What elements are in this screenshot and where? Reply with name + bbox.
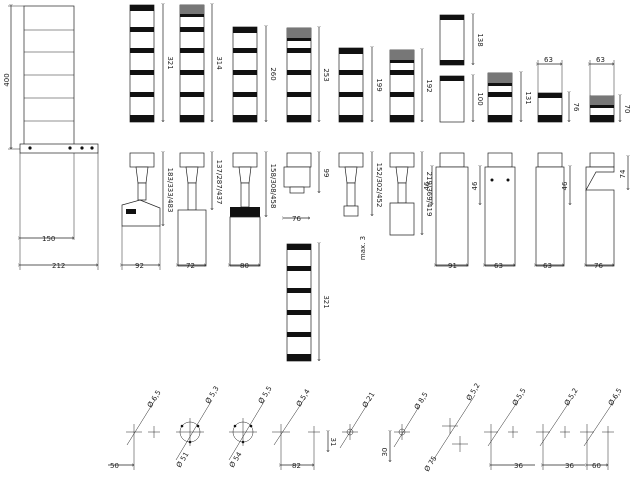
hole-pattern-5: Ø 21 — [339, 391, 377, 449]
dim-tower-lower: 321 — [322, 295, 330, 308]
tower-3: 260 — [232, 27, 277, 122]
hole-pattern-2: Ø 5,3 Ø 51 — [175, 385, 221, 469]
hole-9-diameter: Ø 5,2 — [563, 387, 580, 407]
dim-mount-7-width: 91 — [448, 262, 457, 270]
mount-6: 219/369/419 — [389, 153, 433, 235]
hole-10-diameter: Ø 6,5 — [607, 387, 624, 407]
hole-pattern-8: Ø 5,5 36 — [484, 387, 535, 470]
dim-mount-4-width: 76 — [292, 215, 301, 223]
hole-pattern-9: Ø 5,2 36 — [536, 387, 585, 470]
mount-9: 46 63 — [536, 152, 570, 270]
dim-tower-2: 314 — [215, 56, 223, 70]
hole-8-dim: 36 — [514, 462, 523, 470]
dim-mount-6-height: 219/369/419 — [425, 172, 433, 217]
dim-mount-2-width: 72 — [186, 262, 195, 270]
hole-4-diameter: Ø 5,4 — [295, 387, 312, 408]
hole-6-dim: 30 — [381, 448, 389, 457]
dim-mount-4-height: 99 — [322, 169, 330, 178]
hole-pattern-7: Ø 5,2 Ø 75 — [423, 382, 482, 473]
dim-tower-7-upper: 138 — [476, 33, 484, 46]
dim-mount-1-width: 92 — [135, 262, 144, 270]
tower-10: 63 70 — [590, 56, 631, 122]
dim-mount-7-height: 46 — [423, 181, 431, 190]
mount-5: 152/302/452 max. 3 — [338, 153, 383, 260]
hole-1-dim: 50 — [110, 462, 119, 470]
hole-9-dim: 36 — [565, 462, 574, 470]
tower-1: 321 — [129, 5, 174, 122]
dim-tower-3: 260 — [269, 67, 277, 80]
hole-pattern-10: Ø 6,5 60 — [580, 387, 624, 470]
hole-1-diameter: Ø 6,5 — [146, 389, 163, 409]
hole-8-diameter: Ø 5,5 — [511, 387, 528, 407]
mount-8: 46 63 — [471, 152, 515, 270]
dim-mount-1-height: 183/333/483 — [166, 168, 174, 213]
mount-7: 46 91 — [423, 152, 468, 270]
tower-8: 131 — [487, 73, 532, 122]
dim-mount-2-height: 137/287/437 — [215, 160, 223, 205]
dim-wall-height: 400 — [3, 73, 11, 86]
dim-tower-6: 192 — [425, 79, 433, 92]
hole-7-diameter: Ø 5,2 — [465, 382, 482, 402]
dim-mount-10-width: 76 — [594, 262, 603, 270]
hole-5-diameter: Ø 21 — [361, 391, 377, 409]
hole-4-dim2: 31 — [329, 438, 337, 447]
hole-3-circle: Ø 54 — [228, 450, 244, 469]
tower-6: 192 — [389, 50, 433, 122]
dim-tower-9-height: 76 — [572, 103, 580, 112]
hole-pattern-4: Ø 5,4 82 31 — [272, 387, 337, 470]
hole-6-diameter: Ø 8,5 — [413, 391, 430, 411]
mount-1: 183/333/483 92 — [122, 153, 174, 270]
hole-pattern-6: Ø 8,5 30 — [381, 391, 430, 462]
dim-mount-8-width: 63 — [494, 262, 503, 270]
dim-tower-5: 199 — [375, 78, 383, 91]
hole-3-diameter: Ø 5,5 — [257, 385, 274, 405]
tower-4: 253 — [286, 28, 330, 122]
tower-2: 314 — [179, 5, 223, 122]
dim-mount-10-height: 74 — [619, 169, 627, 178]
dim-wall-212: 212 — [52, 262, 65, 270]
hole-2-diameter: Ø 5,3 — [204, 385, 221, 405]
wall-mount: 400 150 212 — [3, 6, 98, 270]
hole-7-circle: Ø 75 — [423, 455, 439, 473]
dim-mount-9-width: 63 — [543, 262, 552, 270]
dim-wall-150: 150 — [42, 235, 55, 243]
mount-3: 158/308/458 80 — [230, 153, 277, 270]
dim-mount-3-height: 158/308/458 — [269, 164, 277, 209]
hole-pattern-3: Ø 5,5 Ø 54 — [228, 385, 274, 469]
dim-mount-5-max: max. 3 — [359, 236, 367, 260]
hole-10-dim: 60 — [592, 462, 601, 470]
tower-lower: 321 — [286, 244, 330, 361]
hole-2-circle: Ø 51 — [175, 451, 191, 469]
dim-tower-1: 321 — [166, 56, 174, 69]
dim-tower-7-lower: 100 — [476, 92, 484, 105]
hole-pattern-1: Ø 6,5 50 — [108, 389, 163, 470]
mount-2: 137/287/437 72 — [178, 153, 223, 270]
dim-mount-3-width: 80 — [240, 262, 249, 270]
mount-4: 99 76 — [284, 153, 330, 223]
dim-tower-9-width: 63 — [544, 56, 553, 64]
tower-9: 63 76 — [538, 56, 580, 122]
dim-tower-4: 253 — [322, 68, 330, 81]
mount-10: 74 76 — [586, 152, 628, 270]
dim-mount-8-height: 46 — [471, 181, 479, 190]
tower-7: 138 100 — [439, 15, 484, 122]
dim-tower-10-width: 63 — [596, 56, 605, 64]
dim-mount-5-height: 152/302/452 — [375, 163, 383, 208]
hole-4-dim1: 82 — [292, 462, 301, 470]
tower-5: 199 — [338, 48, 383, 122]
dim-mount-9-height: 46 — [561, 181, 569, 190]
dim-tower-8: 131 — [524, 91, 532, 104]
dim-tower-10-height: 70 — [623, 105, 631, 114]
